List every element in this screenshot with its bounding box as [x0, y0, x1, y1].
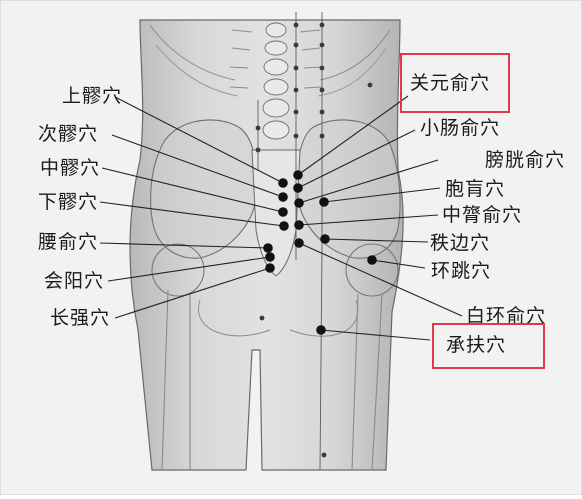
- huiyang-point: [265, 252, 275, 262]
- label-yaoshu: 腰俞穴: [38, 231, 98, 253]
- zhongliao-point: [278, 207, 288, 217]
- label-xiaochangshu: 小肠俞穴: [420, 117, 500, 139]
- chengfu-point: [316, 325, 326, 335]
- guanyuanshu-point: [293, 170, 303, 180]
- label-baohuang: 胞肓穴: [445, 178, 505, 200]
- xiaochangshu-point: [293, 183, 303, 193]
- xialiao-point: [279, 221, 289, 231]
- baihuanshu-point: [294, 238, 304, 248]
- label-zhonglvshu: 中膂俞穴: [442, 204, 522, 226]
- ciliao-point: [278, 192, 288, 202]
- changqiang-point: [265, 263, 275, 273]
- label-pangguangshu: 膀胱俞穴: [485, 149, 565, 171]
- zhibian-point: [320, 234, 330, 244]
- shangliao-point: [278, 178, 288, 188]
- label-guanyuanshu: 关元俞穴: [410, 72, 490, 94]
- label-chengfu: 承扶穴: [446, 334, 506, 356]
- label-xialiao: 下髎穴: [38, 191, 98, 213]
- huantiao-point: [367, 255, 377, 265]
- label-zhibian: 秩边穴: [430, 232, 490, 254]
- label-huantiao: 环跳穴: [431, 260, 491, 282]
- label-huiyang: 会阳穴: [44, 270, 104, 292]
- label-changqiang: 长强穴: [50, 307, 110, 329]
- zhonglvshu-point: [294, 220, 304, 230]
- label-zhongliao: 中髎穴: [40, 157, 100, 179]
- yaoshu-point: [263, 243, 273, 253]
- label-shangliao: 上髎穴: [62, 85, 122, 107]
- pangguangshu-point: [294, 198, 304, 208]
- label-ciliao: 次髎穴: [38, 123, 98, 145]
- baohuang-point: [319, 197, 329, 207]
